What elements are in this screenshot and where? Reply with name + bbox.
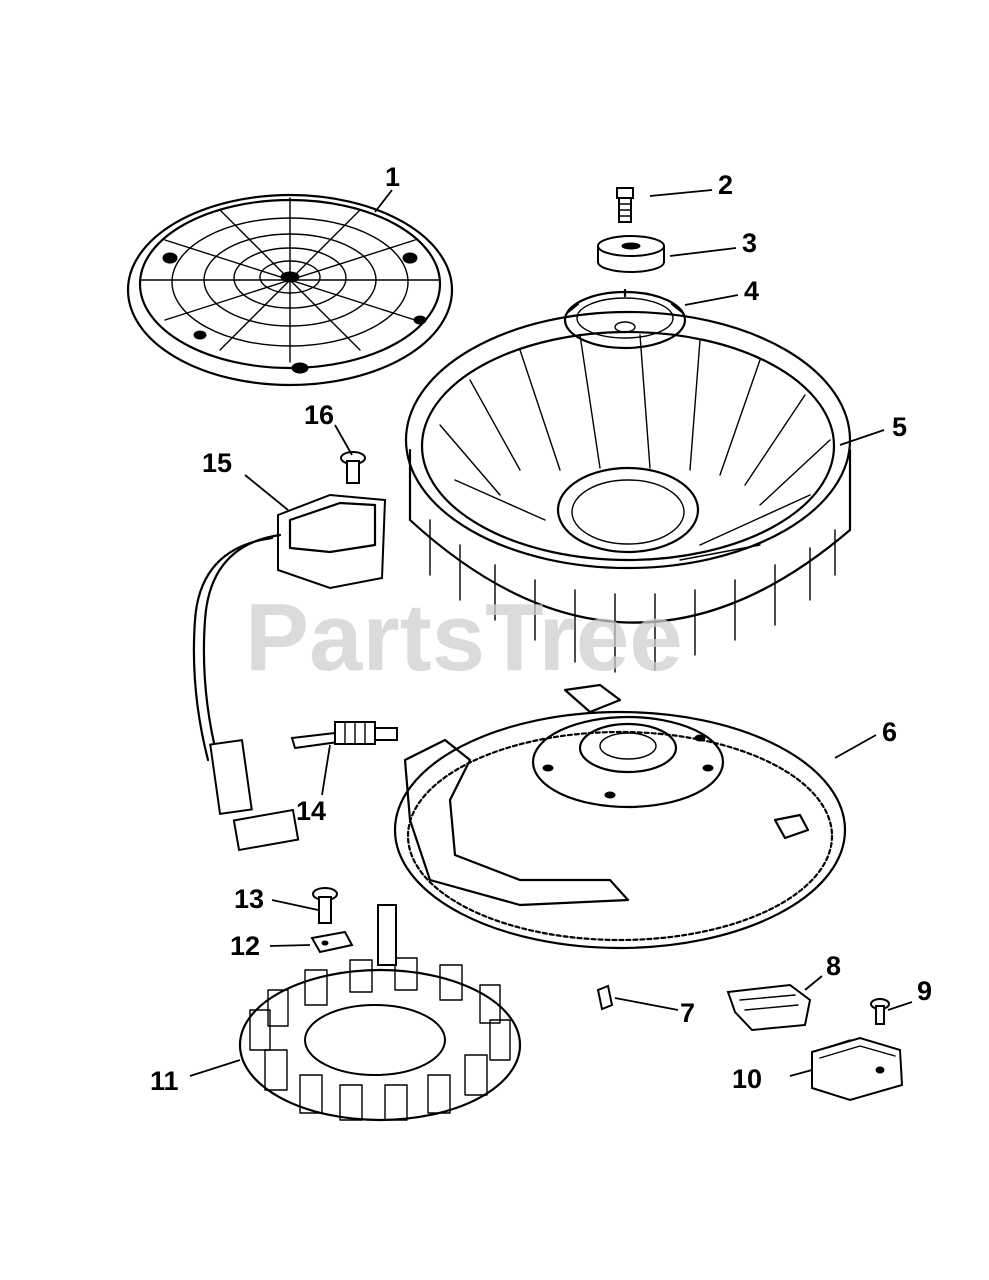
callout-5: 5 [892,412,907,442]
callout-15: 15 [202,448,232,478]
part-1-debris-screen[interactable] [126,193,454,387]
part-13-screw[interactable] [312,887,338,924]
leader-lines [189,189,913,1077]
callout-14: 14 [296,796,326,826]
part-12-clip[interactable] [310,930,354,954]
callout-11: 11 [150,1066,179,1096]
part-9-screw[interactable] [870,998,890,1025]
callout-13: 13 [234,884,264,914]
callout-1: 1 [385,162,400,192]
part-4-retainer-plate[interactable] [563,288,687,350]
part-2-bolt[interactable] [616,187,634,223]
callout-10: 10 [732,1064,762,1094]
part-7-key[interactable] [596,984,614,1011]
callout-12: 12 [230,931,260,961]
callout-3: 3 [742,228,757,258]
part-8-rectifier[interactable] [726,983,812,1032]
watermark: PartsTree [245,584,683,691]
callout-8: 8 [826,951,841,981]
part-14-spark-plug[interactable] [290,721,398,750]
part-10-regulator[interactable] [811,1036,904,1102]
callout-16: 16 [304,400,334,430]
part-15-ignition-module[interactable] [192,493,387,852]
callout-6: 6 [882,717,897,747]
part-3-washer[interactable] [597,235,665,273]
callout-labels: 1 2 3 4 5 6 7 8 9 10 11 12 13 14 15 16 [150,162,932,1096]
callout-4: 4 [744,276,759,306]
callout-7: 7 [680,998,695,1028]
callout-9: 9 [917,976,932,1006]
part-11-stator[interactable] [238,904,522,1122]
part-16-screw[interactable] [340,451,366,484]
callout-2: 2 [718,170,733,200]
part-5-fan[interactable] [404,310,852,673]
part-6-flywheel[interactable] [393,683,847,950]
